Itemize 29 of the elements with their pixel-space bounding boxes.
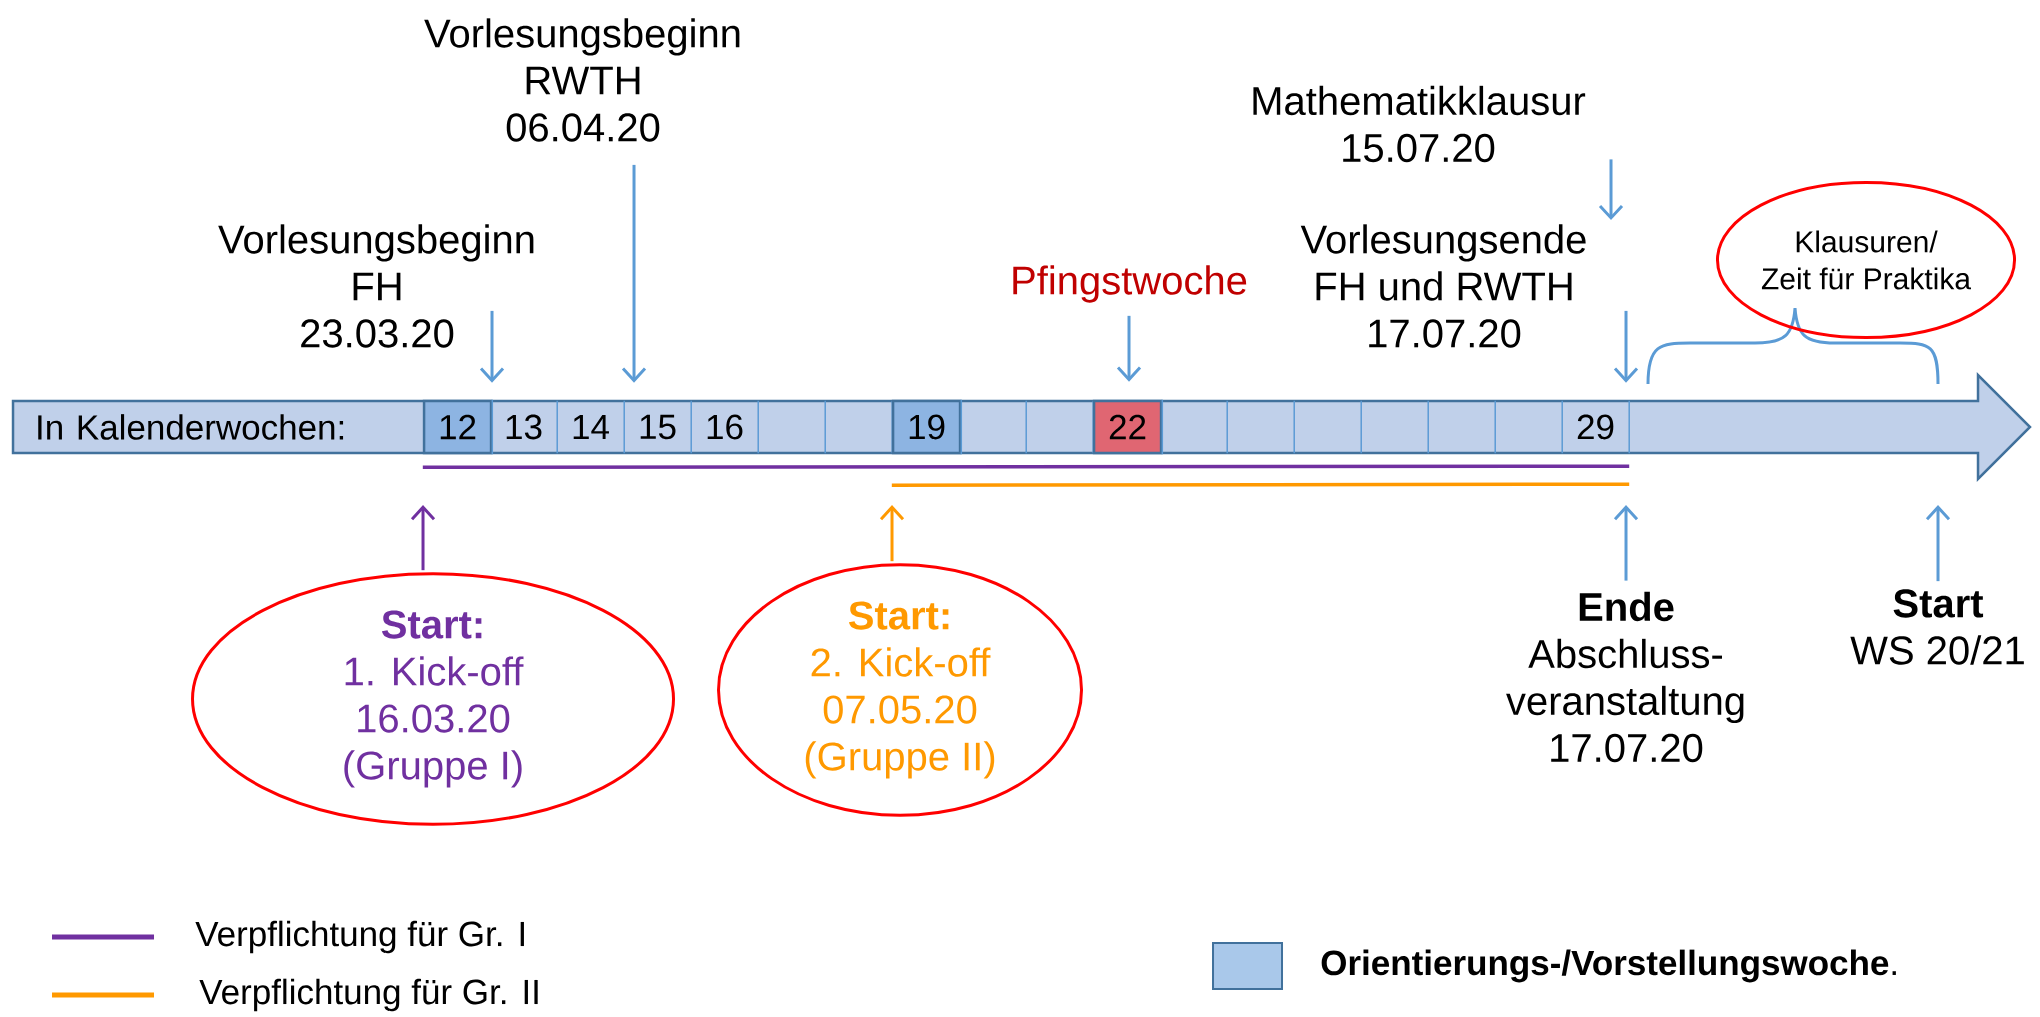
- period-line: [422, 464, 1630, 469]
- week-cell: 13: [506, 400, 558, 454]
- date-label: Pfingstwoche: [1013, 265, 1247, 303]
- legend-text: Orientierungs-/Vorstellungswoche.: [1321, 949, 1896, 983]
- week-cell: 16: [707, 400, 759, 454]
- arrow: [1613, 505, 1639, 581]
- arrow: [879, 505, 905, 562]
- week-cell: 15: [640, 400, 692, 454]
- milestone-label: Start WS 20/21: [1850, 589, 2024, 665]
- date-label: Vorlesungsbeginn FH 23.03.20: [218, 224, 534, 348]
- arrow: [1116, 315, 1142, 382]
- legend-text: Verpflichtung für Gr. I: [195, 920, 524, 954]
- week-cell: 12: [422, 399, 494, 455]
- week-cell: 19: [891, 399, 963, 455]
- period-line: [891, 482, 1630, 487]
- milestone-label: Ende Abschluss- veranstaltung 17.07.20: [1506, 591, 1744, 763]
- arrow: [479, 310, 505, 383]
- date-label: Mathematikklausur 15.07.20: [1253, 85, 1586, 163]
- week-cell: 22: [1092, 399, 1164, 455]
- arrow: [1598, 159, 1624, 221]
- legend-text: Verpflichtung für Gr. II: [199, 978, 538, 1012]
- arrow: [410, 505, 436, 571]
- week-cell: 29: [1577, 400, 1630, 454]
- arrow: [621, 164, 647, 383]
- date-label: Vorlesungsende FH und RWTH 17.07.20: [1300, 224, 1586, 348]
- week-cell: 14: [573, 400, 625, 454]
- arrow: [1613, 310, 1639, 383]
- date-label: Vorlesungsbeginn RWTH 06.04.20: [424, 18, 740, 142]
- arrow: [1925, 505, 1951, 582]
